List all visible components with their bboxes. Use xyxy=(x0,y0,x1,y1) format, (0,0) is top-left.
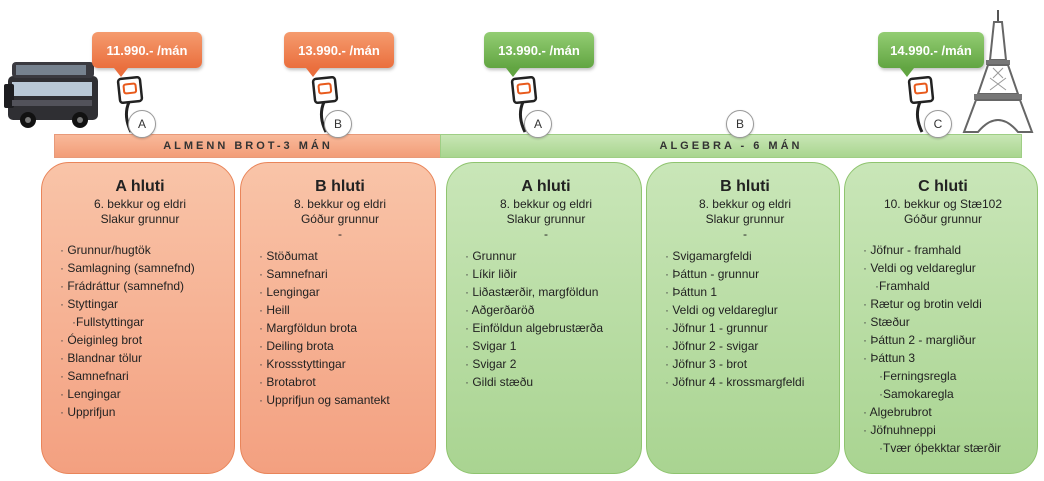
course-card-algebra-b: B hluti 8. bekkur og eldri Slakur grunnu… xyxy=(646,162,840,474)
course-card-algebra-c: C hluti 10. bekkur og Stæ102 Góður grunn… xyxy=(844,162,1038,474)
card-title: C hluti xyxy=(918,178,968,195)
list-item: Óeiginleg brot xyxy=(60,331,220,349)
list-item: Svigar 1 xyxy=(465,337,627,355)
list-item: Þáttun 1 xyxy=(665,283,825,301)
list-item: Jöfnur 2 - svigar xyxy=(665,337,825,355)
bus-stop-sign-icon xyxy=(510,76,538,133)
price-tag: 13.990.- /mán xyxy=(284,32,394,77)
list-item: Krossstyttingar xyxy=(259,355,421,373)
card-title: A hluti xyxy=(115,178,165,195)
topic-list: Svigamargfeldi Þáttun - grunnur Þáttun 1… xyxy=(665,247,825,391)
card-title: A hluti xyxy=(521,178,571,195)
card-grade: 8. bekkur og eldri xyxy=(499,197,593,211)
list-item: Jöfnur 3 - brot xyxy=(665,355,825,373)
list-item: Jöfnuhneppi xyxy=(863,421,1023,439)
list-item: Deiling brota xyxy=(259,337,421,355)
course-card-brot-b: B hluti 8. bekkur og eldri Góður grunnur… xyxy=(240,162,436,474)
bus-icon xyxy=(4,62,98,128)
price-tag: 11.990.- /mán xyxy=(92,32,202,77)
list-item: Samokaregla xyxy=(863,385,1023,403)
list-item: Stæður xyxy=(863,313,1023,331)
card-dash: - xyxy=(544,227,548,241)
list-item: Ferningsregla xyxy=(863,367,1023,385)
marker-b: B xyxy=(324,110,352,138)
list-item: Þáttun 2 - margliður xyxy=(863,331,1023,349)
list-item: Grunnur/hugtök xyxy=(60,241,220,259)
course-card-brot-a: A hluti 6. bekkur og eldri Slakur grunnu… xyxy=(41,162,235,474)
list-item: Framhald xyxy=(863,277,1023,295)
list-item: Samnefnari xyxy=(60,367,220,385)
list-item: Liðastærðir, margföldun xyxy=(465,283,627,301)
marker-b: B xyxy=(726,110,754,138)
list-item: Líkir liðir xyxy=(465,265,627,283)
list-item: Jöfnur 1 - grunnur xyxy=(665,319,825,337)
card-grade: 8. bekkur og eldri xyxy=(698,197,792,211)
band-algebra: ALGEBRA - 6 MÁN xyxy=(440,134,1022,158)
list-item: Einföldun algebrustærða xyxy=(465,319,627,337)
list-item: Veldi og veldareglur xyxy=(665,301,825,319)
list-item: Svigamargfeldi xyxy=(665,247,825,265)
list-item: Samnefnari xyxy=(259,265,421,283)
course-card-algebra-a: A hluti 8. bekkur og eldri Slakur grunnu… xyxy=(446,162,642,474)
card-level: Góður grunnur xyxy=(300,212,380,226)
list-item: Margföldun brota xyxy=(259,319,421,337)
list-item: Þáttun - grunnur xyxy=(665,265,825,283)
list-item: Brotabrot xyxy=(259,373,421,391)
price-tag: 14.990.- /mán xyxy=(878,32,984,77)
list-item: Rætur og brotin veldi xyxy=(863,295,1023,313)
list-item: Upprifjun xyxy=(60,403,220,421)
marker-a: A xyxy=(524,110,552,138)
list-item: Veldi og veldareglur xyxy=(863,259,1023,277)
list-item: Jöfnur - framhald xyxy=(863,241,1023,259)
bus-stop-sign-icon xyxy=(116,76,144,133)
card-dash: - xyxy=(338,227,342,241)
card-level: Slakur grunnur xyxy=(100,212,180,226)
topic-list: Stöðumat Samnefnari Lengingar Heill Marg… xyxy=(259,247,421,409)
list-item: Fullstyttingar xyxy=(60,313,220,331)
card-grade: 8. bekkur og eldri xyxy=(293,197,387,211)
list-item: Blandnar tölur xyxy=(60,349,220,367)
list-item: Heill xyxy=(259,301,421,319)
list-item: Frádráttur (samnefnd) xyxy=(60,277,220,295)
list-item: Samlagning (samnefnd) xyxy=(60,259,220,277)
list-item: Gildi stæðu xyxy=(465,373,627,391)
list-item: Tvær óþekktar stærðir xyxy=(863,439,1023,457)
card-grade: 6. bekkur og eldri xyxy=(93,197,187,211)
marker-a: A xyxy=(128,110,156,138)
eiffel-tower-icon xyxy=(962,10,1034,133)
card-level: Góður grunnur xyxy=(903,212,983,226)
card-level: Slakur grunnur xyxy=(705,212,785,226)
topic-list: Grunnur Líkir liðir Liðastærðir, margföl… xyxy=(465,247,627,391)
list-item: Svigar 2 xyxy=(465,355,627,373)
list-item: Grunnur xyxy=(465,247,627,265)
list-item: Upprifjun og samantekt xyxy=(259,391,421,409)
marker-c: C xyxy=(924,110,952,138)
card-dash: - xyxy=(743,227,747,241)
card-title: B hluti xyxy=(315,178,365,195)
list-item: Lengingar xyxy=(259,283,421,301)
list-item: Aðgerðaröð xyxy=(465,301,627,319)
list-item: Lengingar xyxy=(60,385,220,403)
topic-list: Grunnur/hugtök Samlagning (samnefnd) Frá… xyxy=(60,241,220,421)
list-item: Styttingar xyxy=(60,295,220,313)
list-item: Þáttun 3 xyxy=(863,349,1023,367)
card-title: B hluti xyxy=(720,178,770,195)
bus-stop-sign-icon xyxy=(907,76,935,133)
list-item: Algebrubrot xyxy=(863,403,1023,421)
list-item: Stöðumat xyxy=(259,247,421,265)
topic-list: Jöfnur - framhald Veldi og veldareglur F… xyxy=(863,241,1023,457)
band-almenn-brot: ALMENN BROT-3 MÁN xyxy=(54,134,442,158)
list-item: Jöfnur 4 - krossmargfeldi xyxy=(665,373,825,391)
card-grade: 10. bekkur og Stæ102 xyxy=(883,197,1003,211)
card-level: Slakur grunnur xyxy=(506,212,586,226)
price-tag: 13.990.- /mán xyxy=(484,32,594,77)
